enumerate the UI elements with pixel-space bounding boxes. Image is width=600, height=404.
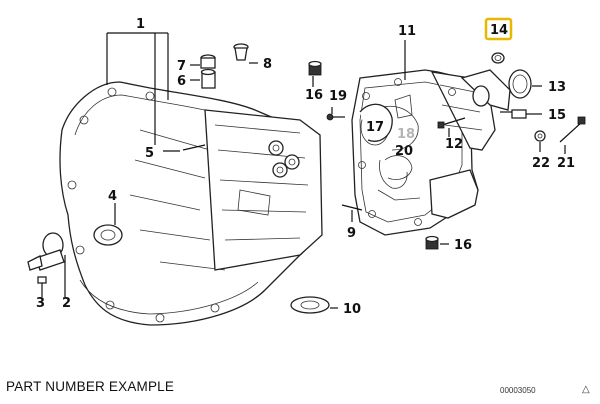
screw-19 xyxy=(326,107,345,121)
plug-16-lower xyxy=(425,235,449,250)
callout-16-lower[interactable]: 16 xyxy=(454,238,472,253)
callout-10[interactable]: 10 xyxy=(343,302,361,317)
screw-3 xyxy=(37,276,47,297)
leader-lines-left xyxy=(106,32,169,225)
callout-13[interactable]: 13 xyxy=(548,80,566,95)
warning-triangle-icon: △ xyxy=(582,384,590,395)
callout-2[interactable]: 2 xyxy=(62,296,71,311)
footer-caption: PART NUMBER EXAMPLE xyxy=(6,379,175,394)
callout-8[interactable]: 8 xyxy=(263,57,272,72)
callout-21[interactable]: 21 xyxy=(557,156,575,171)
callout-14[interactable]: 14 xyxy=(490,23,508,38)
callout-4[interactable]: 4 xyxy=(108,189,117,204)
oil-seal-14 xyxy=(491,52,505,64)
callout-16-upper[interactable]: 16 xyxy=(305,88,323,103)
plug-7 xyxy=(190,54,216,69)
highlight-box-14 xyxy=(484,17,513,41)
gearbox-housing xyxy=(351,69,511,236)
callout-9[interactable]: 9 xyxy=(347,226,356,241)
bolt-12 xyxy=(437,117,466,137)
callout-11[interactable]: 11 xyxy=(398,24,416,39)
callout-12[interactable]: 12 xyxy=(445,137,463,152)
callout-22[interactable]: 22 xyxy=(532,156,550,171)
plug-16-upper xyxy=(308,60,322,87)
shift-bracket-17 xyxy=(359,103,393,142)
spring-clip-20 xyxy=(379,159,408,189)
sleeve-6 xyxy=(190,68,216,89)
callout-18[interactable]: 18 xyxy=(397,127,415,142)
gasket-10 xyxy=(290,296,338,314)
bolt-21 xyxy=(559,116,586,154)
callout-6[interactable]: 6 xyxy=(177,74,186,89)
guide-sleeve-2 xyxy=(27,232,66,297)
callout-7[interactable]: 7 xyxy=(177,59,186,74)
callout-5[interactable]: 5 xyxy=(145,146,154,161)
diagram-code: 00003050 xyxy=(500,386,536,395)
callout-3[interactable]: 3 xyxy=(36,296,45,311)
switch-15 xyxy=(500,109,542,119)
callout-1[interactable]: 1 xyxy=(136,17,145,32)
callout-17[interactable]: 17 xyxy=(366,120,384,135)
breather-8 xyxy=(233,43,258,64)
dowel-pin-5 xyxy=(163,144,206,152)
seal-ring-13 xyxy=(508,69,542,99)
bell-housing xyxy=(59,81,323,326)
dowel-pin-9 xyxy=(341,204,363,222)
callout-15[interactable]: 15 xyxy=(548,108,566,123)
washer-22 xyxy=(534,130,546,152)
callout-19[interactable]: 19 xyxy=(329,89,347,104)
callout-20[interactable]: 20 xyxy=(395,144,413,159)
